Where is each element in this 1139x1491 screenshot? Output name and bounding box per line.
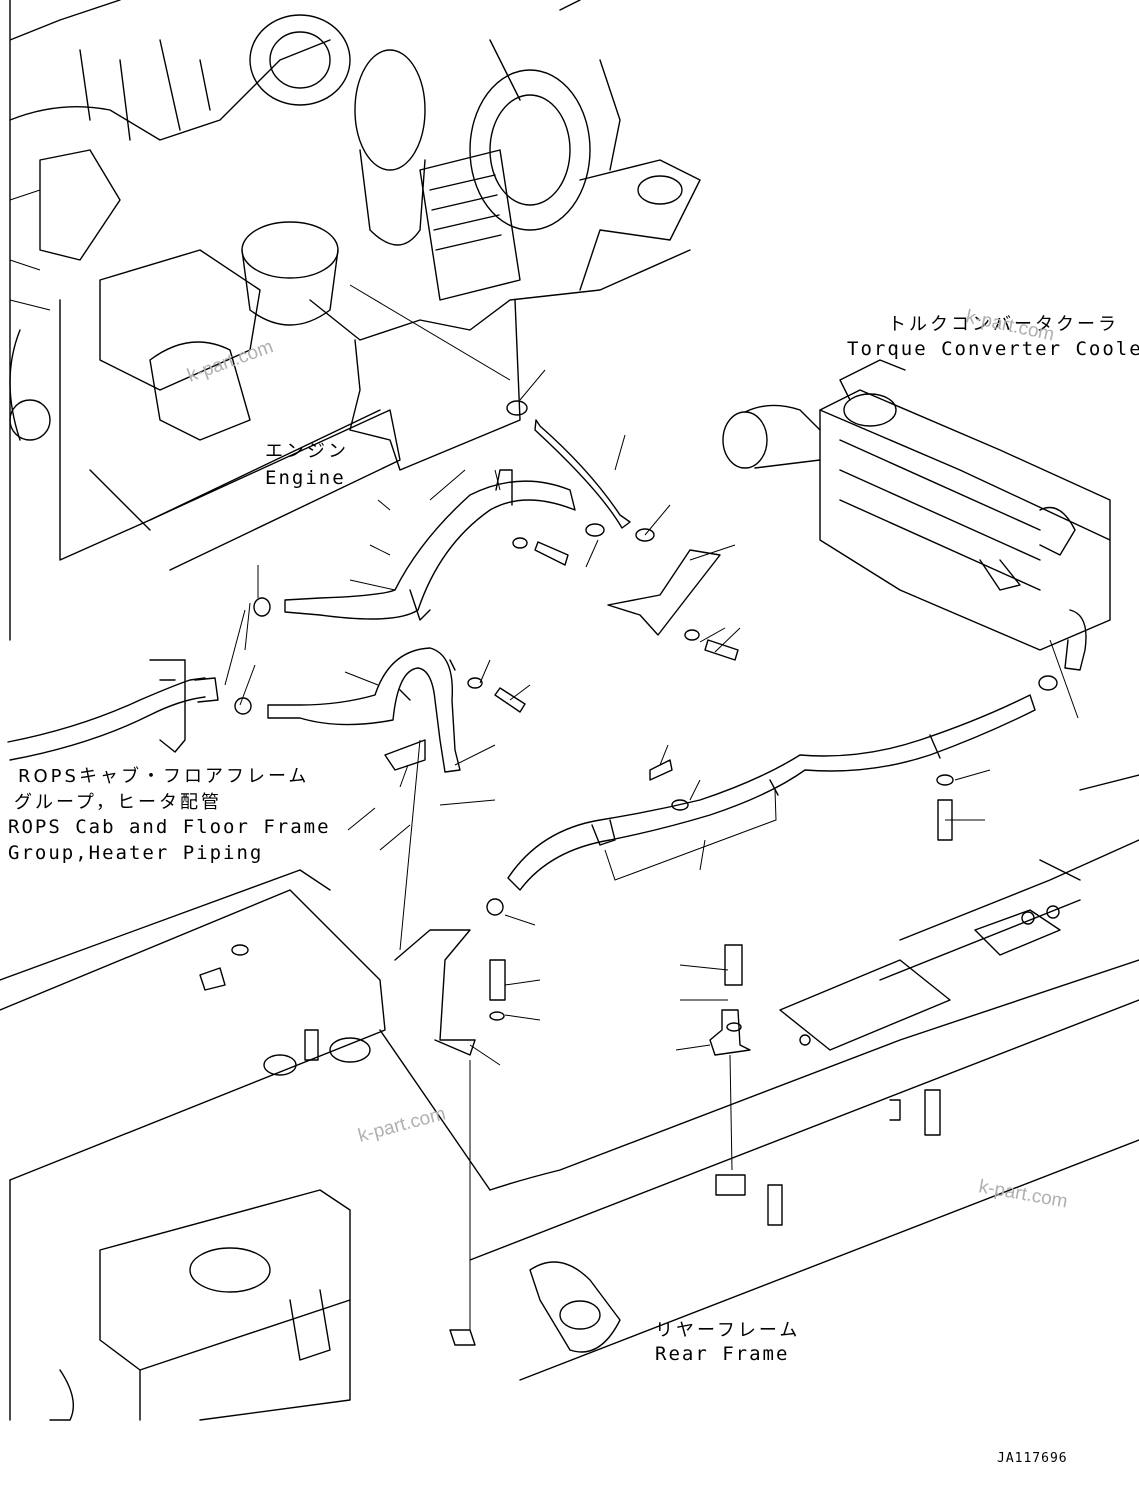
heater-hose-upper: [506, 400, 631, 529]
leader-lines: [239, 369, 991, 1066]
rops-label-en-1: ROPS Cab and Floor Frame: [8, 816, 331, 838]
engine-label-jp: エンジン: [265, 441, 349, 462]
engine-assembly: [9, 0, 701, 641]
rops-label-jp-1: ROPSキャブ・フロアフレーム: [18, 765, 309, 787]
watermark-2: k-part.com: [185, 336, 277, 386]
heater-pipe-curved-1: [253, 469, 655, 621]
drawing-code: JA117696: [997, 1451, 1068, 1466]
heater-pipe-curved-2: [234, 647, 526, 773]
torque-converter-cooler-label-en: Torque Converter Cooler: [847, 338, 1139, 360]
rear-frame-label-jp: リヤーフレーム: [655, 1320, 800, 1341]
bracket-upper: [607, 549, 739, 661]
guide-lines: [224, 284, 777, 1330]
torque-converter-cooler: [722, 359, 1111, 671]
engine-label-en: Engine: [265, 467, 346, 489]
watermark-4: k-part.com: [977, 1176, 1069, 1212]
rops-label-jp-2: グループ，ヒータ配管: [14, 792, 222, 813]
rops-cab-section: [7, 659, 219, 761]
heater-hose-long: [507, 675, 1058, 891]
torque-converter-cooler-label-jp: トルクコンバータクーラ: [888, 314, 1119, 335]
rear-frame-label-en: Rear Frame: [655, 1343, 789, 1365]
rear-frame: [0, 774, 1139, 1421]
bracket-lower: [394, 898, 751, 1056]
rops-label-en-2: Group,Heater Piping: [8, 842, 263, 864]
watermark-3: k-part.com: [356, 1103, 448, 1147]
